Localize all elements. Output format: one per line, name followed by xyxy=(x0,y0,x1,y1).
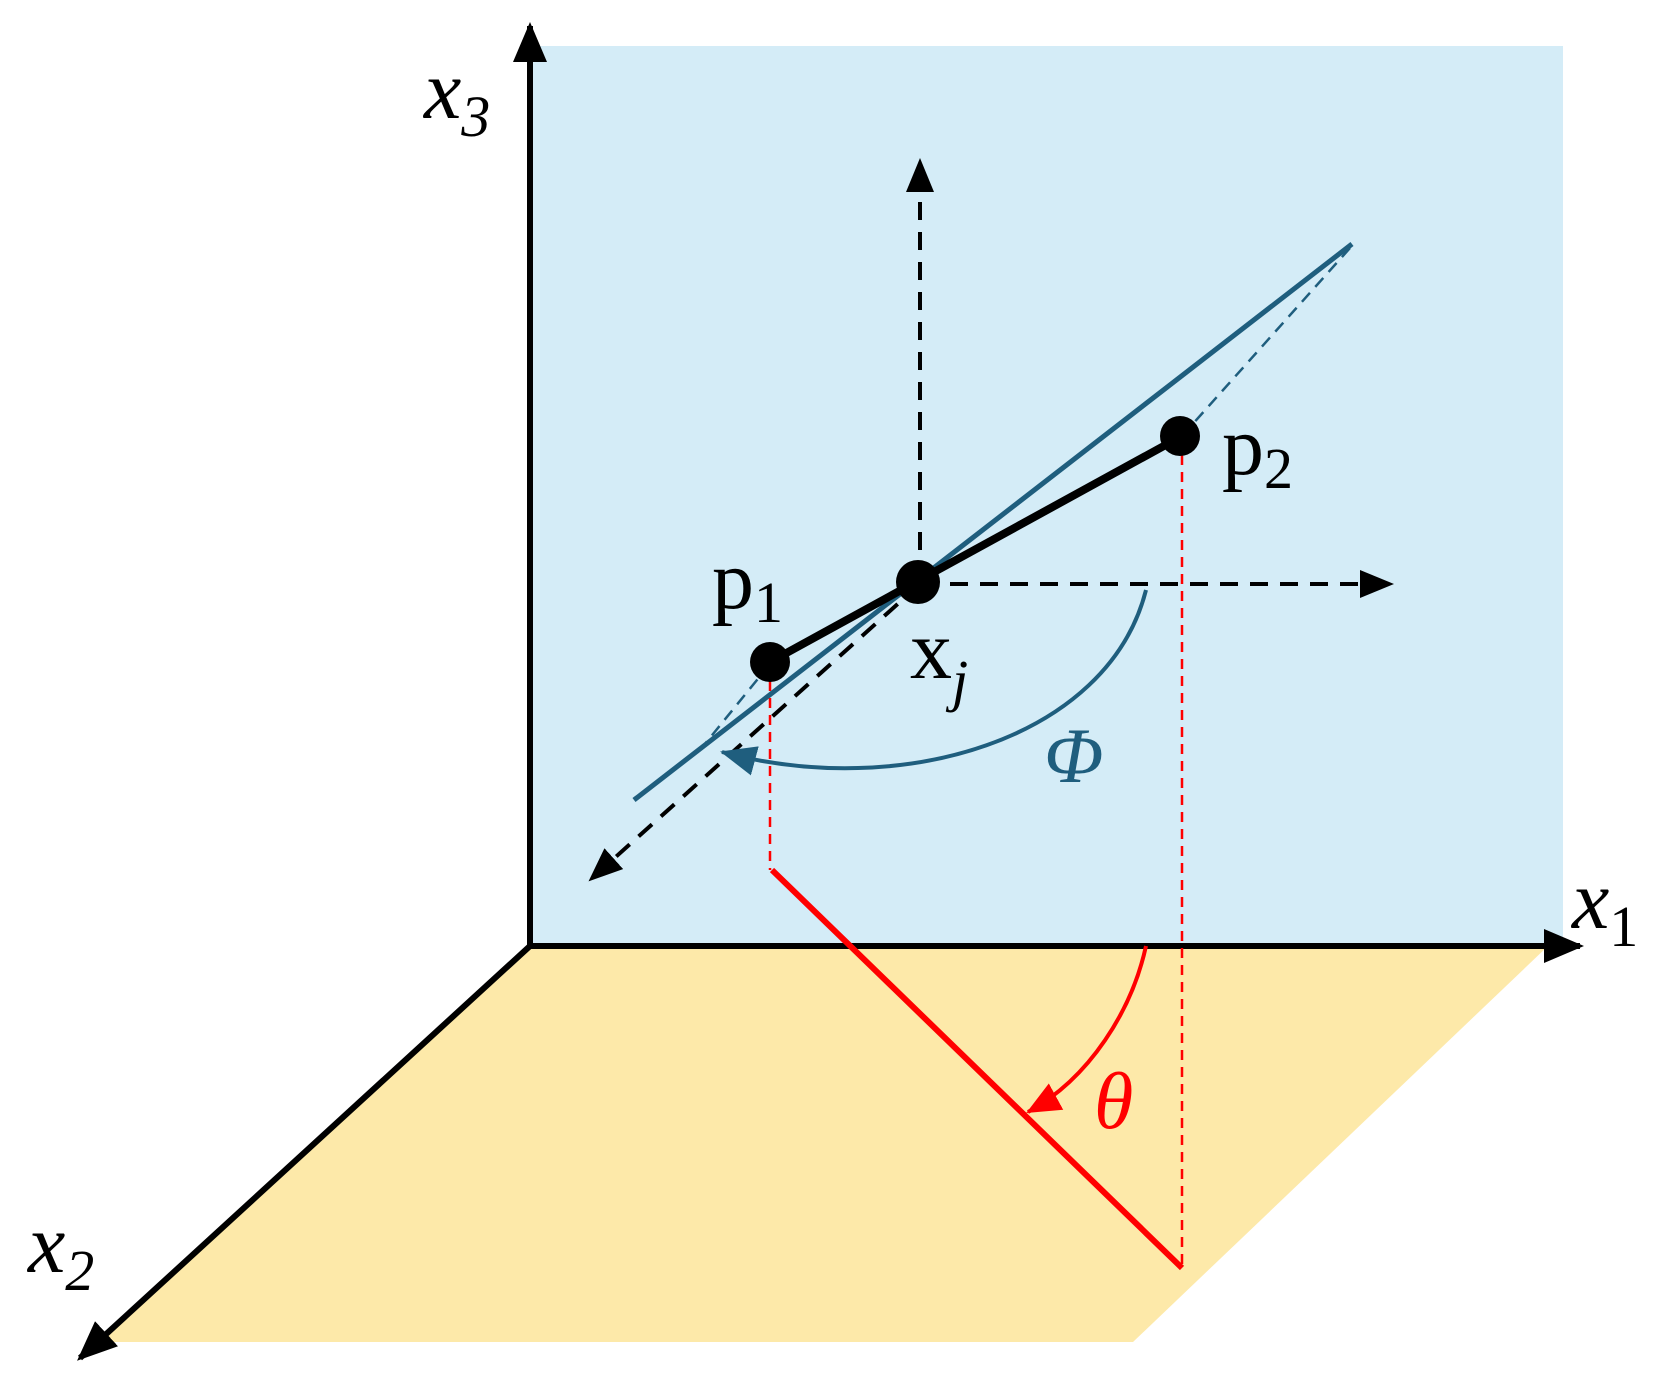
point-p2-label: p2 xyxy=(1222,400,1293,501)
point-xj-label: xj xyxy=(910,604,968,713)
axis-x1-label: x1 xyxy=(1570,854,1638,959)
angle-phi-label: Φ xyxy=(1044,712,1103,799)
theta-arc xyxy=(1026,945,1148,1114)
axis-x3-label: x3 xyxy=(422,44,490,149)
fitted-line xyxy=(632,242,1354,802)
axis-x2 xyxy=(77,943,533,1361)
projection-line xyxy=(769,867,1185,1271)
point-p2 xyxy=(1160,416,1200,456)
phi-arc xyxy=(720,589,1148,776)
segment-p1-p2 xyxy=(768,432,1184,666)
point-p1 xyxy=(750,642,790,682)
segment-extension-upper xyxy=(1181,247,1351,437)
vertical-plane xyxy=(530,46,1563,946)
point-p1-label: p1 xyxy=(712,534,783,635)
local-axis-diagonal xyxy=(588,582,922,882)
angle-theta-label: θ xyxy=(1094,1058,1133,1146)
point-xj xyxy=(896,560,940,604)
horizontal-plane xyxy=(100,946,1548,1342)
axis-x2-label: x2 xyxy=(26,1198,94,1303)
